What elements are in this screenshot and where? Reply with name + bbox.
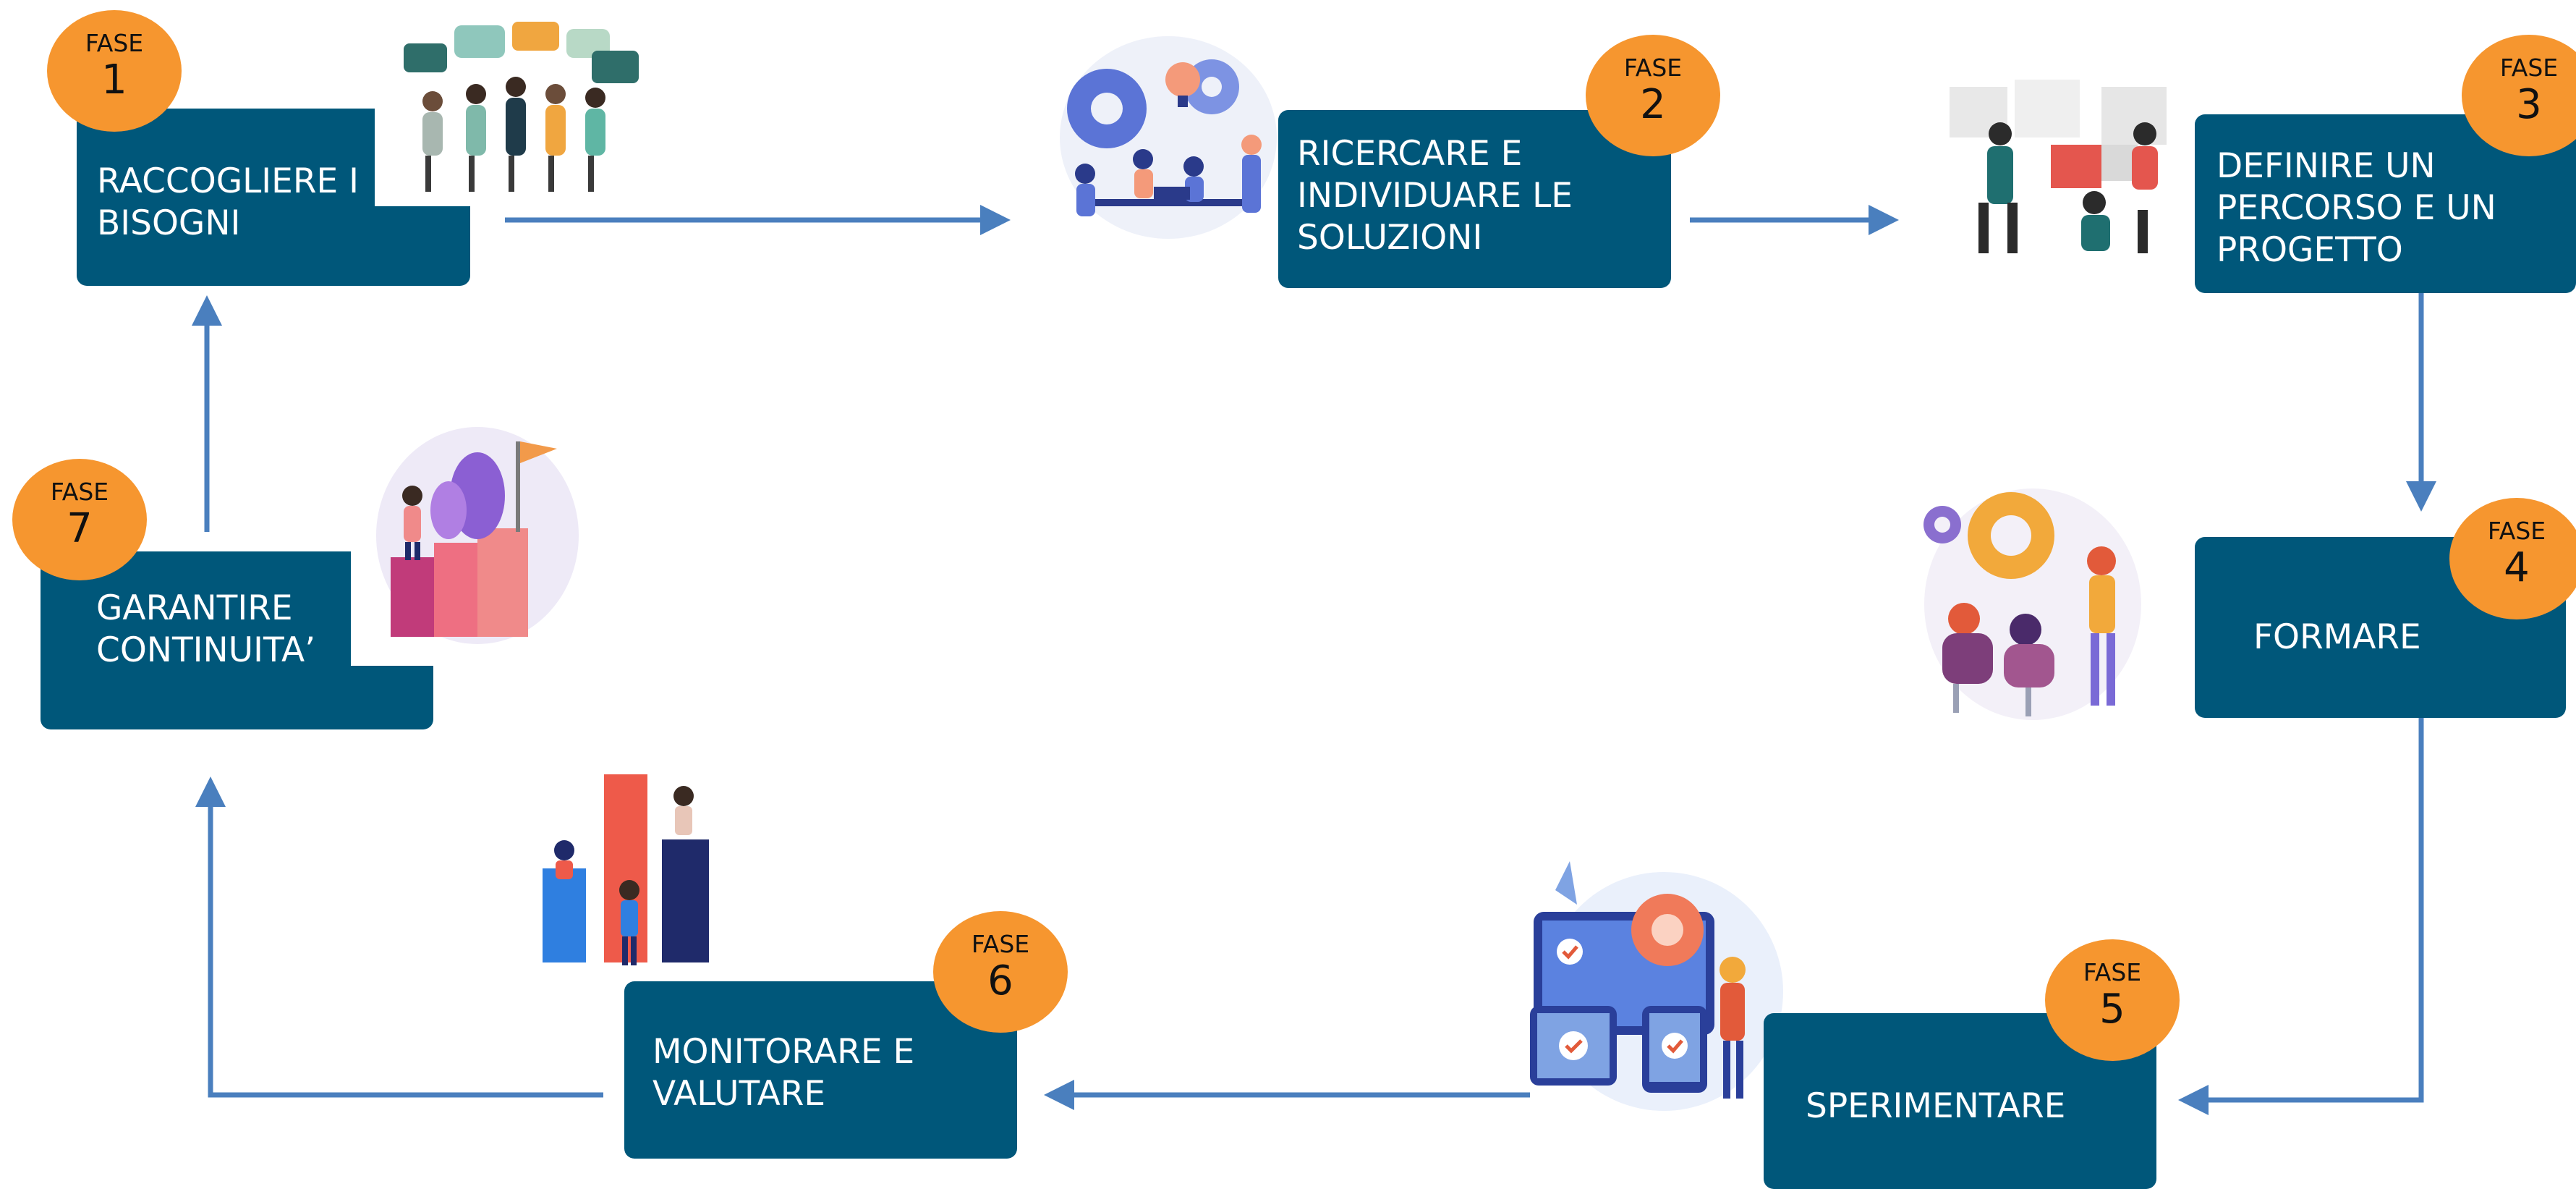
- phase-2-badge: FASE 2: [1586, 35, 1720, 156]
- phase-3-illustration: [1921, 65, 2210, 275]
- phase-2-label: RICERCARE E INDIVIDUARE LE SOLUZIONI: [1297, 134, 1573, 258]
- phase-7-badge: FASE 7: [12, 459, 147, 580]
- phase-7-badge-word: FASE: [50, 478, 109, 506]
- phase-6-label: MONITORARE E VALUTARE: [652, 1032, 915, 1114]
- phase-5-badge: FASE 5: [2045, 939, 2180, 1061]
- phase-7-illustration: [351, 409, 597, 666]
- phase-4-label: FORMARE: [2253, 617, 2421, 657]
- phase-6-illustration: [535, 760, 731, 977]
- phase-4-badge: FASE 4: [2449, 498, 2576, 619]
- phase-2-box: [1278, 110, 1671, 288]
- phase-7-label: GARANTIRE CONTINUITA’: [96, 588, 316, 670]
- phase-3-badge-word: FASE: [2499, 54, 2559, 82]
- phase-2-illustration: [1045, 29, 1284, 261]
- phase-5-badge-number: 5: [2099, 986, 2125, 1033]
- phase-1-badge: FASE 1: [47, 10, 182, 132]
- phase-4-illustration: [1910, 474, 2156, 727]
- arrow-phase4-to-phase5: [2178, 718, 2424, 1115]
- phase-1-illustration: [375, 14, 650, 206]
- phase-1-badge-word: FASE: [85, 29, 144, 57]
- phase-1-label: RACCOGLIERE I BISOGNI: [97, 161, 360, 243]
- phase-2-badge-number: 2: [1640, 81, 1666, 128]
- phase-5-badge-word: FASE: [2083, 958, 2142, 986]
- phase-5-label: SPERIMENTARE: [1806, 1086, 2066, 1126]
- phase-6-badge-word: FASE: [971, 930, 1030, 958]
- phase-4-badge-number: 4: [2504, 544, 2530, 591]
- phase-5-illustration: [1526, 861, 1787, 1114]
- phase-1-badge-number: 1: [101, 56, 127, 103]
- phase-2-badge-word: FASE: [1623, 54, 1683, 82]
- arrow-phase6-to-phase7: [195, 777, 603, 1098]
- phase-7-badge-number: 7: [67, 505, 93, 552]
- phase-3-label: DEFINIRE UN PERCORSO E UN PROGETTO: [2216, 146, 2496, 270]
- phase-6-badge: FASE 6: [933, 911, 1068, 1033]
- phase-3-badge-number: 3: [2516, 81, 2542, 128]
- phase-6-badge-number: 6: [987, 957, 1013, 1004]
- phase-4-badge-word: FASE: [2487, 517, 2546, 545]
- phase-3-badge: FASE 3: [2462, 35, 2576, 156]
